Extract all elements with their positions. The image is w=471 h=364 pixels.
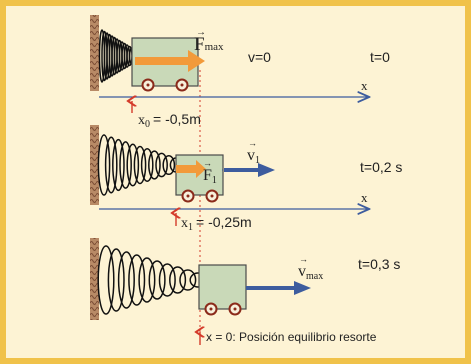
spring-coil xyxy=(97,245,115,315)
axis-label-1: x xyxy=(361,78,368,93)
spring-coil xyxy=(133,145,147,185)
spring-coil xyxy=(155,152,168,178)
spring-3 xyxy=(97,245,207,315)
panel-1: Fmax → v=0 t=0 x x0= -0,5m xyxy=(90,15,390,130)
velocity-label-3: vmax xyxy=(298,263,323,282)
cart-2 xyxy=(175,154,224,196)
wall-1 xyxy=(90,15,99,91)
position-label-1: x0= -0,5m xyxy=(138,111,201,130)
position-label-3: x = 0: Posición equilibrio resorte xyxy=(206,330,377,344)
axis-label-2: x xyxy=(361,190,368,205)
spring-coil xyxy=(138,257,156,303)
time-label-3: t=0,3 s xyxy=(358,256,400,272)
spring-coil xyxy=(104,136,118,194)
spring-coil xyxy=(179,269,197,291)
spring-coil xyxy=(117,251,135,309)
cart-3-wheels xyxy=(204,302,242,316)
spring-coil xyxy=(97,134,111,196)
spring-coil xyxy=(162,154,176,176)
spring-coil xyxy=(128,254,146,306)
velocity-vector-mark-3: → xyxy=(299,254,308,264)
force-vector-mark-1: → xyxy=(196,27,206,38)
spring-coil xyxy=(126,143,140,187)
spring-coil xyxy=(169,266,187,294)
spring-coil xyxy=(148,150,161,180)
spring-1 xyxy=(98,29,136,83)
velocity-vector-mark-2: → xyxy=(248,138,257,148)
force-arrow-2 xyxy=(176,160,206,178)
velocity-label-2: v1 xyxy=(247,147,260,166)
force-label-2: F1 xyxy=(203,167,217,186)
velocity-arrow-3 xyxy=(246,281,311,295)
spring-coil xyxy=(140,148,154,182)
panel-2: F1 → v1 → t=0,2 s x x1= -0,25m xyxy=(90,125,402,233)
spring-coil xyxy=(112,138,125,192)
time-label-2: t=0,2 s xyxy=(360,159,402,175)
velocity-arrow-2-shape xyxy=(224,163,275,177)
cart-2-wheels xyxy=(181,189,219,203)
force-vector-mark-2: → xyxy=(203,158,212,168)
spring-coil xyxy=(158,263,176,297)
time-label-1: t=0 xyxy=(370,49,390,65)
spring-coil xyxy=(148,260,166,300)
force-label-1: Fmax xyxy=(194,34,224,55)
spring-coil xyxy=(107,248,125,312)
spring-coil xyxy=(119,141,132,189)
cart-3 xyxy=(198,264,247,310)
cart-1-wheels xyxy=(141,78,189,92)
spring-2 xyxy=(97,134,183,196)
velocity-label-1: v=0 xyxy=(248,49,271,65)
wall-2 xyxy=(90,125,99,205)
position-label-2: x1= -0,25m xyxy=(181,214,252,233)
wall-3 xyxy=(90,238,99,320)
force-arrow-1 xyxy=(135,50,205,72)
panel-3: vmax → t=0,3 s x = 0: Posición equilibri… xyxy=(90,238,400,345)
